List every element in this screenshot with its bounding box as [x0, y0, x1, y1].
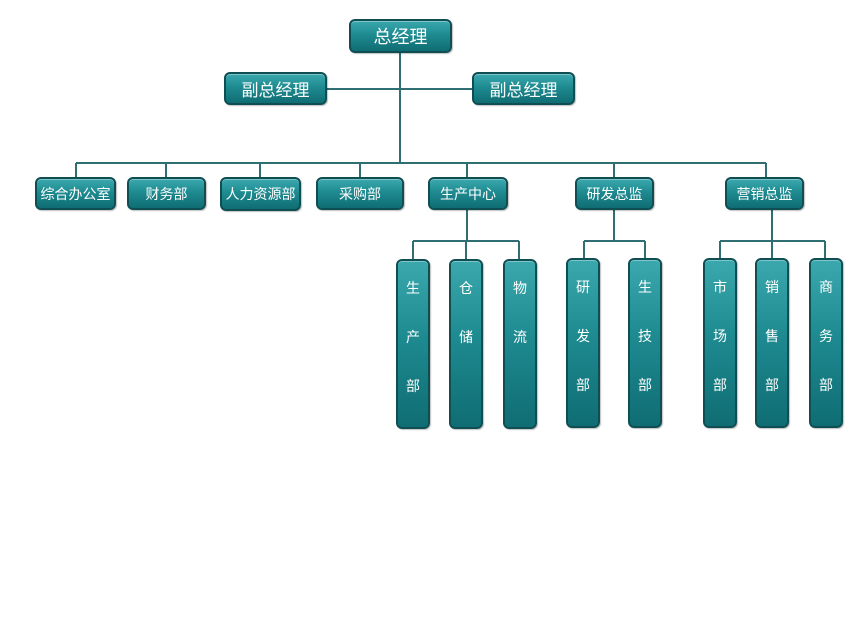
ceo-box[interactable]: 总经理 [349, 19, 452, 53]
unit-warehouse-label: 仓储 [459, 281, 473, 346]
unit-market[interactable]: 市场部 [703, 258, 737, 428]
department-purchasing[interactable]: 采购部 [316, 177, 404, 210]
unit-production-label: 生产部 [406, 281, 420, 395]
department-general-office[interactable]: 综合办公室 [35, 177, 116, 210]
vice-president-left-box[interactable]: 副总经理 [224, 72, 327, 105]
department-hr[interactable]: 人力资源部 [220, 177, 301, 211]
department-marketing-director[interactable]: 营销总监 [725, 177, 804, 210]
unit-logistics-label: 物流 [513, 281, 527, 346]
department-finance[interactable]: 财务部 [127, 177, 206, 210]
unit-production-tech-label: 生技部 [638, 280, 652, 394]
unit-rd[interactable]: 研发部 [566, 258, 600, 428]
unit-business[interactable]: 商务部 [809, 258, 843, 428]
unit-logistics[interactable]: 物流 [503, 259, 537, 429]
unit-rd-label: 研发部 [576, 280, 590, 394]
unit-business-label: 商务部 [819, 280, 833, 394]
unit-production[interactable]: 生产部 [396, 259, 430, 429]
department-production-center[interactable]: 生产中心 [428, 177, 508, 210]
vice-president-right-box[interactable]: 副总经理 [472, 72, 575, 105]
unit-sales-label: 销售部 [765, 280, 779, 394]
unit-market-label: 市场部 [713, 280, 727, 394]
department-rd-director[interactable]: 研发总监 [575, 177, 654, 210]
unit-sales[interactable]: 销售部 [755, 258, 789, 428]
unit-warehouse[interactable]: 仓储 [449, 259, 483, 429]
unit-production-tech[interactable]: 生技部 [628, 258, 662, 428]
